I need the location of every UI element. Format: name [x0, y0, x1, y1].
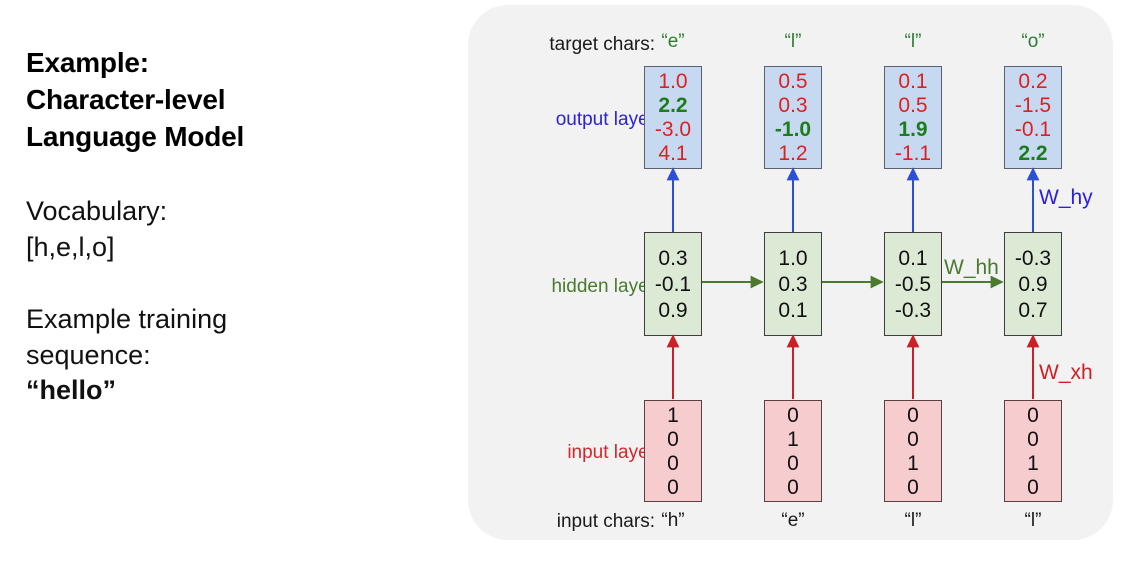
hidden-cell: -0.5: [894, 272, 932, 296]
output-cell: 0.5: [778, 70, 808, 93]
output-vector-box-2: 0.5 0.3 -1.0 1.2: [764, 66, 822, 169]
arrow-input-to-hidden-2: [786, 334, 800, 399]
output-cell: 4.1: [658, 142, 688, 165]
input-vector-box-1: 1 0 0 0: [644, 400, 702, 502]
hidden-cell: 0.9: [1018, 272, 1048, 296]
weight-label-w-hy: W_hy: [1039, 186, 1093, 209]
rnn-diagram-panel: target chars: output layer hidden layer …: [468, 5, 1113, 540]
output-cell: -1.5: [1014, 94, 1052, 117]
hidden-cell: 0.7: [1018, 298, 1048, 322]
output-cell: -0.1: [1014, 118, 1052, 141]
row-label-target-chars: target chars:: [549, 34, 655, 55]
output-cell: 2.2: [658, 94, 688, 117]
sequence-value: “hello”: [26, 375, 117, 406]
input-cell: 0: [1027, 475, 1039, 499]
heading-line-1: Example:: [26, 47, 149, 78]
arrow-recurrent-3-4: [942, 275, 1004, 289]
input-cell: 0: [907, 427, 919, 451]
arrow-input-to-hidden-3: [906, 334, 920, 399]
input-vector-box-4: 0 0 1 0: [1004, 400, 1062, 502]
output-cell: 0.1: [898, 70, 928, 93]
hidden-cell: -0.3: [1014, 246, 1052, 270]
left-text-column: Example: Character-level Language Model …: [26, 45, 426, 409]
output-cell: 0.3: [778, 94, 808, 117]
heading-line-3: Language Model: [26, 120, 245, 152]
hidden-vector-box-3: 0.1 -0.5 -0.3: [884, 232, 942, 336]
hidden-cell: 0.3: [658, 246, 688, 270]
vocabulary-value: [h,e,l,o]: [26, 231, 115, 262]
arrow-hidden-to-output-2: [786, 167, 800, 232]
input-char-caption-3: “l”: [904, 510, 922, 531]
input-cell: 0: [667, 475, 679, 499]
output-cell: 0.5: [898, 94, 928, 117]
input-char-caption-4: “l”: [1024, 510, 1042, 531]
hidden-cell: 0.9: [658, 298, 688, 322]
output-cell: -3.0: [654, 118, 692, 141]
input-cell: 0: [787, 403, 799, 427]
hidden-vector-box-4: -0.3 0.9 0.7: [1004, 232, 1062, 336]
input-char-caption-1: “h”: [661, 510, 685, 531]
output-cell: 1.9: [898, 118, 928, 141]
input-cell: 0: [787, 451, 799, 475]
input-cell: 1: [907, 451, 919, 475]
hidden-cell: -0.3: [894, 298, 932, 322]
weight-label-w-hh: W_hh: [944, 256, 999, 279]
row-label-output-layer: output layer: [555, 109, 655, 130]
target-char-caption-4: “o”: [1021, 31, 1045, 52]
arrow-recurrent-1-2: [702, 275, 764, 289]
output-cell: 2.2: [1018, 142, 1048, 165]
input-cell: 0: [907, 403, 919, 427]
arrow-hidden-to-output-4: [1026, 167, 1040, 232]
arrow-input-to-hidden-4: [1026, 334, 1040, 399]
sequence-label-line-1: Example training: [26, 303, 228, 334]
output-vector-box-1: 1.0 2.2 -3.0 4.1: [644, 66, 702, 169]
input-vector-box-2: 0 1 0 0: [764, 400, 822, 502]
input-cell: 0: [667, 451, 679, 475]
output-cell: 0.2: [1018, 70, 1048, 93]
input-cell: 0: [907, 475, 919, 499]
hidden-cell: 0.3: [778, 272, 808, 296]
arrow-recurrent-2-3: [822, 275, 884, 289]
heading-line-2: Character-level: [26, 83, 226, 115]
input-cell: 0: [787, 475, 799, 499]
input-cell: 1: [667, 403, 679, 427]
arrow-hidden-to-output-1: [666, 167, 680, 232]
output-cell: -1.1: [894, 142, 932, 165]
hidden-vector-box-1: 0.3 -0.1 0.9: [644, 232, 702, 336]
input-cell: 1: [787, 427, 799, 451]
arrow-hidden-to-output-3: [906, 167, 920, 232]
arrow-input-to-hidden-1: [666, 334, 680, 399]
hidden-cell: -0.1: [654, 272, 692, 296]
input-vector-box-3: 0 0 1 0: [884, 400, 942, 502]
row-label-hidden-layer: hidden layer: [551, 276, 655, 297]
input-cell: 1: [1027, 451, 1039, 475]
target-char-caption-1: “e”: [661, 31, 685, 52]
target-char-caption-2: “l”: [784, 31, 802, 52]
row-label-input-layer: input layer: [567, 442, 655, 463]
output-cell: -1.0: [774, 118, 812, 141]
spacer-1: [26, 156, 426, 194]
input-cell: 0: [1027, 403, 1039, 427]
spacer-2: [26, 266, 426, 302]
output-cell: 1.0: [658, 70, 688, 93]
weight-label-w-xh: W_xh: [1039, 361, 1093, 384]
hidden-cell: 1.0: [778, 246, 808, 270]
output-vector-box-4: 0.2 -1.5 -0.1 2.2: [1004, 66, 1062, 169]
sequence-label-line-2: sequence:: [26, 339, 151, 370]
hidden-cell: 0.1: [778, 298, 808, 322]
row-label-input-chars: input chars:: [556, 511, 655, 532]
output-vector-box-3: 0.1 0.5 1.9 -1.1: [884, 66, 942, 169]
input-cell: 0: [1027, 427, 1039, 451]
input-cell: 0: [667, 427, 679, 451]
target-char-caption-3: “l”: [904, 31, 922, 52]
output-cell: 1.2: [778, 142, 808, 165]
hidden-cell: 0.1: [898, 246, 928, 270]
hidden-vector-box-2: 1.0 0.3 0.1: [764, 232, 822, 336]
vocabulary-label: Vocabulary:: [26, 195, 168, 226]
input-char-caption-2: “e”: [781, 510, 805, 531]
